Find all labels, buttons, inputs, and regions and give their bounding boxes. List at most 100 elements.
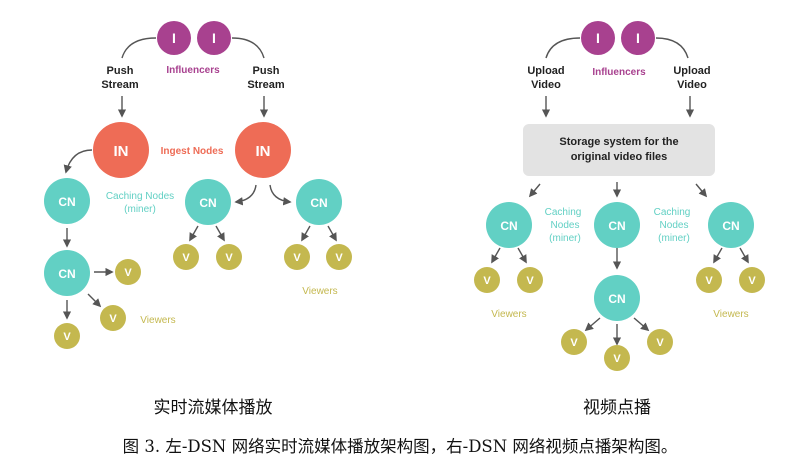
caching-nodes-label-line2: (miner) — [124, 204, 156, 215]
ingest-node-label: IN — [256, 143, 271, 160]
viewer-node — [604, 345, 630, 371]
push-stream-label-right-line2: Stream — [247, 79, 285, 91]
influencer-node — [157, 21, 191, 55]
caching-nodes-label-right-line3: (miner) — [658, 233, 690, 244]
arrow-cn-bottom-to-viewer-1 — [584, 317, 601, 332]
ingest-node — [235, 122, 291, 178]
influencer-node-label: I — [172, 30, 176, 46]
viewer-node-label: V — [63, 331, 71, 343]
arrow-cn-left-to-viewer-1 — [491, 247, 501, 264]
influencers-label: Influencers — [166, 65, 220, 76]
ingest-nodes-label: Ingest Nodes — [161, 146, 224, 157]
viewer-node-label: V — [293, 252, 301, 264]
viewer-node — [54, 323, 80, 349]
viewer-node — [100, 305, 126, 331]
arrow-cn-right-to-viewer-1 — [301, 225, 311, 242]
storage-system-label-line1: Storage system for the — [559, 136, 678, 148]
caching-node — [708, 202, 754, 248]
viewer-node — [284, 244, 310, 270]
left-connectors — [62, 37, 337, 320]
caching-node-label: CN — [608, 219, 625, 233]
arrow-cn-bottom-to-viewer-3 — [633, 317, 650, 332]
caching-node — [486, 202, 532, 248]
figure-caption: 图 3. 左-DSN 网络实时流媒体播放架构图，右-DSN 网络视频点播架构图。 — [123, 437, 678, 456]
arrow-cn-mid-to-viewer-2 — [215, 225, 225, 242]
arrow-ingest-to-cn-left — [63, 149, 93, 174]
viewer-node — [173, 244, 199, 270]
upload-video-label-left-line2: Video — [531, 79, 561, 91]
viewer-node-label: V — [570, 337, 578, 349]
storage-system-label-line2: original video files — [571, 151, 668, 163]
caching-nodes-label-right-line2: Nodes — [660, 220, 689, 231]
viewers-label: Viewers — [140, 315, 175, 326]
arrow-ingest-to-cn-right — [269, 184, 292, 206]
caching-node-label: CN — [310, 196, 327, 210]
viewer-node-label: V — [182, 252, 190, 264]
right-connectors — [491, 37, 749, 346]
viewer-node-label: V — [225, 252, 233, 264]
caching-node — [185, 179, 231, 225]
caching-nodes-label-right-line1: Caching — [654, 207, 691, 218]
viewer-node-label: V — [124, 267, 132, 279]
live-streaming-diagram: I I Influencers Push Stream Push Stream … — [44, 21, 352, 418]
viewer-node — [647, 329, 673, 355]
influencer-node-label: I — [596, 30, 600, 46]
viewer-node — [474, 267, 500, 293]
arrow-ingest-to-cn-mid — [234, 184, 257, 206]
caching-node-label: CN — [608, 292, 625, 306]
arrow-cn-to-viewer-diag — [87, 293, 102, 308]
push-stream-label-right-line1: Push — [253, 65, 280, 77]
caching-node — [44, 178, 90, 224]
arrow-cn-right-to-viewer-2 — [327, 225, 337, 242]
influencer-node — [197, 21, 231, 55]
left-subtitle: 实时流媒体播放 — [154, 398, 273, 418]
arrow-cn-right-to-viewer-2 — [739, 247, 749, 264]
influencers-label: Influencers — [592, 67, 646, 78]
caching-node — [296, 179, 342, 225]
connector-influencer-to-upload-right — [655, 37, 689, 59]
arrow-storage-to-cn-left — [528, 183, 541, 198]
influencer-node — [621, 21, 655, 55]
caching-nodes-label-line1: Caching Nodes — [106, 191, 174, 202]
viewer-node-label: V — [109, 313, 117, 325]
caching-node — [44, 250, 90, 296]
viewer-node — [326, 244, 352, 270]
viewer-node — [115, 259, 141, 285]
caching-nodes-label-left-line1: Caching — [545, 207, 582, 218]
caching-node — [594, 202, 640, 248]
viewer-node — [739, 267, 765, 293]
upload-video-label-right-line1: Upload — [673, 65, 710, 77]
viewer-node-label: V — [705, 275, 713, 287]
viewer-node-label: V — [656, 337, 664, 349]
caching-node-label: CN — [58, 267, 75, 281]
viewer-node-label: V — [335, 252, 343, 264]
upload-video-label-left-line1: Upload — [527, 65, 564, 77]
connector-influencer-to-push-right — [231, 37, 265, 59]
viewers-label: Viewers — [302, 286, 337, 297]
viewers-label: Viewers — [713, 309, 748, 320]
viewer-node-label: V — [526, 275, 534, 287]
upload-video-label-right-line2: Video — [677, 79, 707, 91]
caching-node-label: CN — [58, 195, 75, 209]
influencer-node-label: I — [636, 30, 640, 46]
arrow-storage-to-cn-right — [695, 183, 708, 198]
push-stream-label-left-line2: Stream — [101, 79, 139, 91]
connector-influencer-to-push-left — [121, 37, 157, 59]
caching-node-label: CN — [199, 196, 216, 210]
influencer-node — [581, 21, 615, 55]
caching-node-label: CN — [500, 219, 517, 233]
right-subtitle: 视频点播 — [583, 398, 651, 418]
viewers-label: Viewers — [491, 309, 526, 320]
viewer-node — [561, 329, 587, 355]
caching-node-label: CN — [722, 219, 739, 233]
connector-influencer-to-upload-left — [545, 37, 581, 59]
storage-system-box — [523, 124, 715, 176]
caching-node — [594, 275, 640, 321]
ingest-node-label: IN — [114, 143, 129, 160]
influencer-node-label: I — [212, 30, 216, 46]
video-on-demand-diagram: I I Influencers Upload Video Upload Vide… — [474, 21, 765, 418]
arrow-cn-right-to-viewer-1 — [713, 247, 723, 264]
arrow-cn-left-to-viewer-2 — [517, 247, 527, 264]
